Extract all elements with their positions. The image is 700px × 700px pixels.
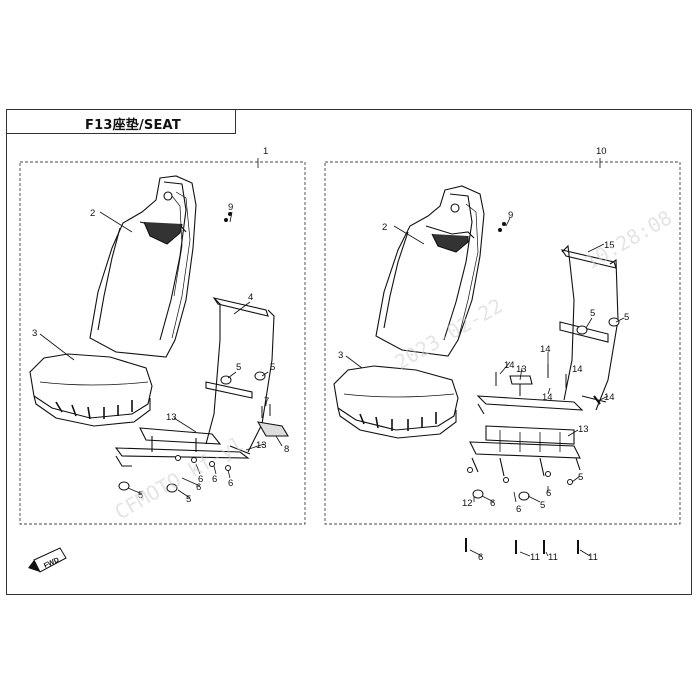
callout-right-4: 3	[338, 350, 343, 361]
left-callouts: 1 2 9 3 4 5 5 7 13 8 13 6 6 6 5 5 6	[32, 146, 289, 505]
right-seat-frame	[469, 244, 619, 477]
callout-left-15: 5	[186, 494, 191, 505]
callout-right-16: 6	[516, 504, 521, 515]
callout-left-1: 2	[90, 208, 95, 219]
left-small-parts	[118, 212, 271, 493]
diagram-frame	[6, 109, 692, 595]
callout-left-7: 7	[264, 396, 269, 407]
diagram-title-box: F13座垫/SEAT	[6, 109, 236, 134]
callout-left-5: 5	[236, 362, 241, 373]
callout-right-17: 5	[540, 500, 545, 511]
right-small-parts	[465, 222, 620, 554]
callout-right-14: 12	[462, 498, 473, 509]
callout-right-5: 5	[590, 308, 595, 319]
callout-right-19: 5	[578, 472, 583, 483]
callout-right-20: 6	[478, 552, 483, 563]
callout-right-assembly: 10	[596, 146, 607, 157]
right-callouts: 10 2 9 15 3 5 5 14 13 14 14 14 14 13 12 …	[338, 146, 629, 563]
callout-left-12: 6	[212, 474, 217, 485]
callout-right-13: 13	[578, 424, 589, 435]
callout-right-8: 13	[516, 364, 527, 375]
left-assembly-box	[19, 161, 306, 525]
callout-left-11: 6	[198, 474, 203, 485]
callout-right-9: 14	[540, 344, 551, 355]
callout-left-2: 9	[228, 202, 233, 213]
right-seat-cushion	[333, 365, 459, 439]
callout-right-12: 14	[604, 392, 615, 403]
callout-right-11: 14	[542, 392, 553, 403]
left-seat-cushion	[29, 353, 153, 427]
callout-left-assembly: 1	[263, 146, 268, 157]
callout-left-14: 5	[138, 490, 143, 501]
fwd-arrow-icon: FWD	[28, 547, 67, 573]
callout-right-22: 11	[548, 552, 558, 563]
callout-left-8: 13	[166, 412, 177, 423]
callout-left-9: 8	[284, 444, 289, 455]
callout-left-4: 4	[248, 292, 253, 303]
watermark: CFMOTO kf-yl 2023-02-22 10:28:08	[111, 205, 676, 524]
callout-right-7: 14	[504, 360, 515, 371]
callout-left-3: 3	[32, 328, 37, 339]
callout-right-1: 2	[382, 222, 387, 233]
watermark-text-3: 10:28:08	[581, 205, 676, 274]
callout-right-15: 6	[490, 498, 495, 509]
callout-left-10: 13	[256, 440, 267, 451]
callout-left-13: 6	[228, 478, 233, 489]
callout-left-6: 5	[270, 362, 275, 373]
callout-left-16: 6	[196, 482, 201, 493]
callout-right-23: 11	[588, 552, 598, 563]
diagram-title: F13座垫/SEAT	[85, 118, 181, 133]
leader-lines	[39, 158, 625, 557]
left-seat-backrest	[89, 175, 197, 358]
callout-right-2: 9	[508, 210, 513, 221]
right-assembly-box	[324, 161, 681, 525]
callout-right-21: 11	[530, 552, 540, 563]
callout-right-18: 6	[546, 488, 551, 499]
callout-right-6: 5	[624, 312, 629, 323]
left-seat-frame	[114, 297, 289, 467]
right-seat-backrest	[375, 185, 485, 357]
callout-right-10: 14	[572, 364, 583, 375]
callout-right-3: 15	[604, 240, 615, 251]
